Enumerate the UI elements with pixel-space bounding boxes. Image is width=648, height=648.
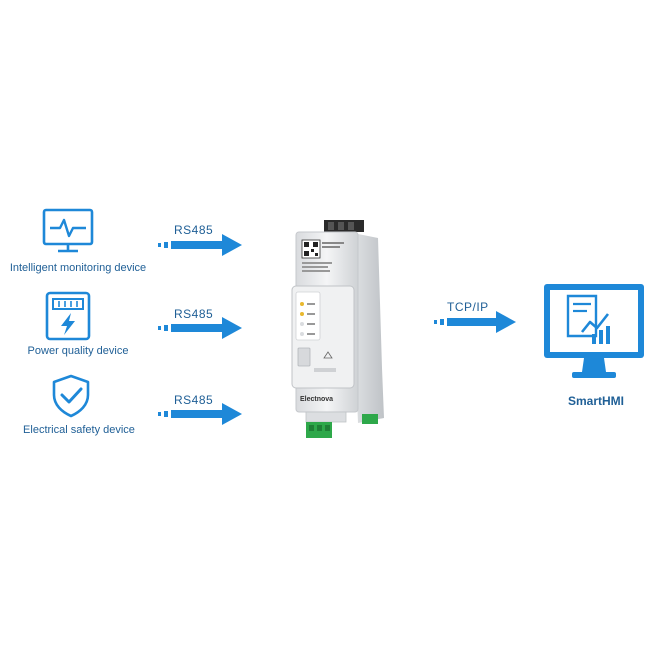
arrow-right-icon <box>158 403 242 425</box>
arrow-right-icon <box>158 234 242 256</box>
arrow-right-icon <box>434 311 516 333</box>
protocol-label-tcpip: TCP/IP <box>447 300 489 314</box>
protocol-label-rs485: RS485 <box>174 223 214 237</box>
monitor-chart-icon <box>544 284 644 378</box>
gateway-brand-label: Electnova <box>300 396 333 403</box>
gateway-device-image: Electnova <box>291 220 384 438</box>
hmi-label: SmartHMI <box>567 394 624 408</box>
meter-lightning-icon <box>45 291 91 341</box>
arrow-right-icon <box>158 317 242 339</box>
gateway-device: Electnova <box>278 218 390 448</box>
device-label: Intelligent monitoring device <box>9 262 147 274</box>
device-label: Electrical safety device <box>23 424 135 436</box>
shield-check-icon <box>52 374 90 418</box>
protocol-label-rs485: RS485 <box>174 393 214 407</box>
device-label: Power quality device <box>27 345 129 357</box>
monitor-pulse-icon <box>42 208 94 253</box>
protocol-label-rs485: RS485 <box>174 307 214 321</box>
